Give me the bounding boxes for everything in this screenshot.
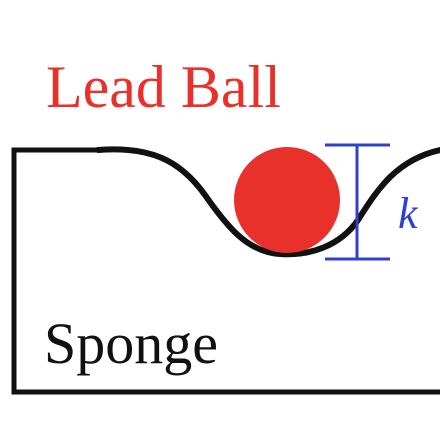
depth-marker [325,143,390,261]
sponge-label: Sponge [44,311,218,376]
lead-ball-label: Lead Ball [46,54,281,120]
depth-symbol-label: k [398,189,419,238]
lead-ball [234,147,340,253]
sponge-outline [11,147,440,395]
sponge-surface-curve [95,146,440,258]
